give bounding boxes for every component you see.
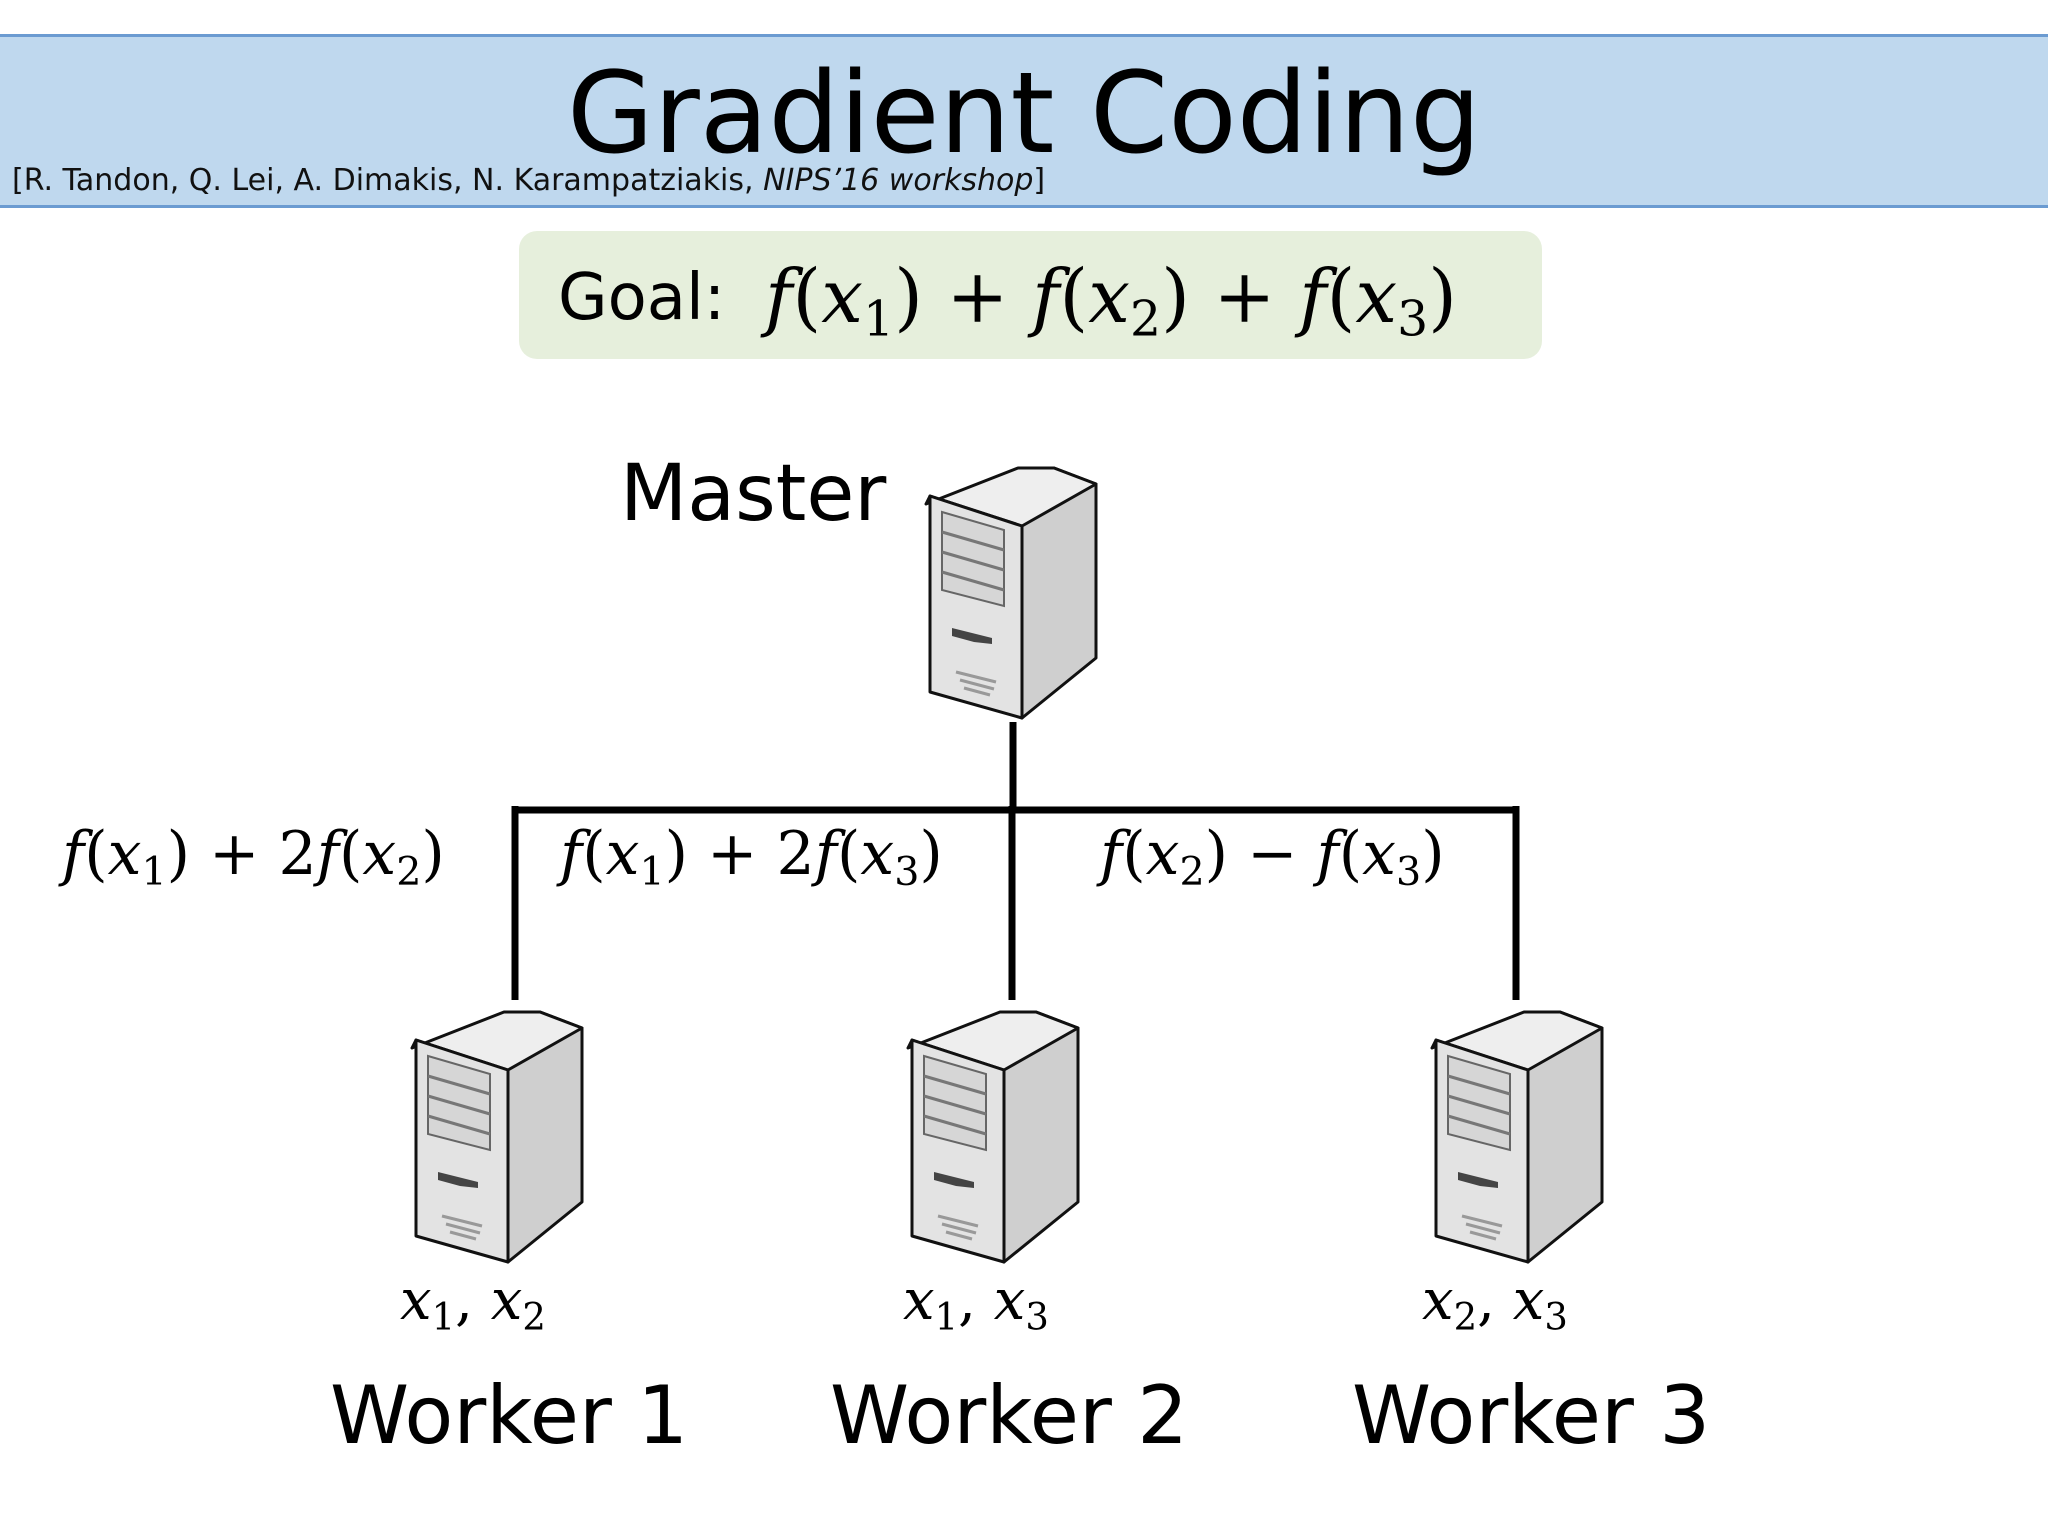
worker-2-data: x1, x3	[903, 1268, 1049, 1339]
goal-label: Goal:	[558, 261, 726, 335]
citation-venue: NIPS’16 workshop	[763, 163, 1034, 198]
edge-label-worker-3: f(x2) − f(x3)	[1100, 819, 1445, 896]
title-bar	[0, 34, 2048, 208]
master-label: Master	[620, 449, 887, 539]
goal-operator: +	[1213, 254, 1276, 340]
edge-label-worker-2: f(x1) + 2f(x3)	[560, 819, 943, 896]
worker-2-label: Worker 2	[830, 1369, 1189, 1462]
worker-3-label: Worker 3	[1352, 1369, 1711, 1462]
goal-term-1: f(x1)	[765, 254, 923, 348]
citation-authors: [R. Tandon, Q. Lei, A. Dimakis, N. Karam…	[12, 163, 764, 198]
goal-term-2: f(x2)	[1032, 254, 1190, 348]
goal-expression: f(x1) + f(x2) + f(x3)	[765, 252, 1458, 348]
citation: [R. Tandon, Q. Lei, A. Dimakis, N. Karam…	[12, 162, 1045, 200]
goal-operator: +	[946, 254, 1009, 340]
master-server-icon	[924, 466, 1098, 720]
worker-3-data: x2, x3	[1422, 1268, 1568, 1339]
goal-box	[519, 231, 1542, 359]
worker-1-server-icon	[410, 1010, 584, 1264]
worker-1-data: x1, x2	[400, 1268, 546, 1339]
worker-3-server-icon	[1430, 1010, 1604, 1264]
worker-2-server-icon	[906, 1010, 1080, 1264]
slide-title: Gradient Coding	[566, 49, 1482, 179]
worker-1-label: Worker 1	[330, 1369, 689, 1462]
goal-term-3: f(x3)	[1299, 254, 1458, 348]
citation-close: ]	[1033, 163, 1046, 198]
edge-label-worker-1: f(x1) + 2f(x2)	[62, 819, 445, 896]
